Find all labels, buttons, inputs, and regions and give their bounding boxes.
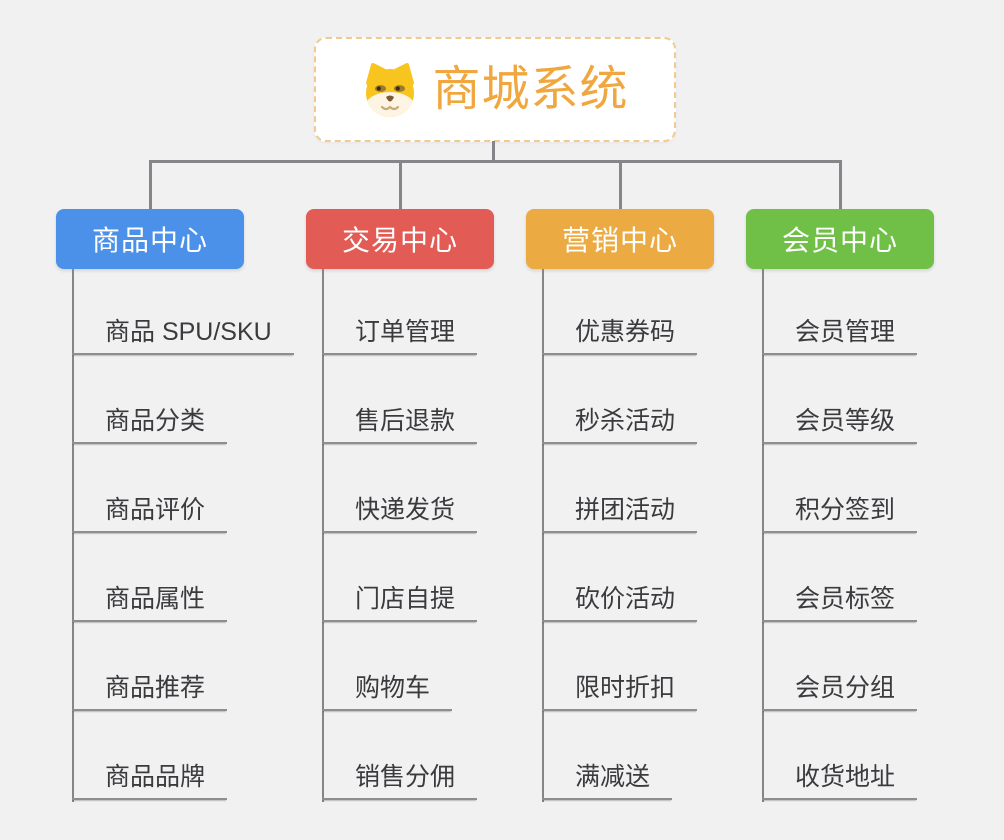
branch-children: 订单管理 售后退款 快递发货 门店自提 购物车 销售分佣 [322,0,562,840]
branch-product-center: 商品中心 商品 SPU/SKU 商品分类 商品评价 商品属性 商品推荐 商品品牌 [56,0,312,840]
child-node[interactable]: 会员管理 [762,313,918,355]
connector-drop [839,160,842,211]
child-node[interactable]: 快递发货 [322,491,478,533]
child-node-label: 会员分组 [795,674,896,702]
connector-spine [322,269,324,802]
child-node-label: 会员等级 [795,407,896,435]
child-node[interactable]: 会员等级 [762,402,918,444]
branch-header-product[interactable]: 商品中心 [56,209,244,269]
child-node-label: 商品属性 [105,585,206,613]
child-node[interactable]: 商品 SPU/SKU [72,313,294,355]
branch-header-member[interactable]: 会员中心 [746,209,934,269]
child-node-label: 限时折扣 [575,674,676,702]
child-node[interactable]: 优惠券码 [542,313,698,355]
dog-face-icon [361,62,419,118]
branch-trade-center: 交易中心 订单管理 售后退款 快递发货 门店自提 购物车 销售分佣 [306,0,562,840]
child-node[interactable]: 购物车 [322,669,453,711]
child-node-label: 商品品牌 [105,763,206,791]
child-node[interactable]: 会员分组 [762,669,918,711]
child-node-label: 商品分类 [105,407,206,435]
branch-header-marketing[interactable]: 营销中心 [526,209,714,269]
child-node-label: 砍价活动 [575,585,676,613]
root-title: 商城系统 [432,62,629,116]
child-node[interactable]: 秒杀活动 [542,402,698,444]
child-node[interactable]: 商品分类 [72,402,228,444]
connector-spine [542,269,544,802]
child-node-label: 积分签到 [795,496,896,524]
child-node-label: 快递发货 [355,496,456,524]
branch-children: 会员管理 会员等级 积分签到 会员标签 会员分组 收货地址 [762,0,1002,840]
child-node-label: 会员管理 [795,318,896,346]
connector-drop [399,160,402,211]
child-node-label: 门店自提 [355,585,456,613]
child-node[interactable]: 积分签到 [762,491,918,533]
child-node[interactable]: 商品推荐 [72,669,228,711]
connector-drop [149,160,152,211]
connector-root-stub [492,141,495,161]
branch-children: 商品 SPU/SKU 商品分类 商品评价 商品属性 商品推荐 商品品牌 [72,0,312,840]
child-node-label: 售后退款 [355,407,456,435]
child-node[interactable]: 订单管理 [322,313,478,355]
child-node[interactable]: 售后退款 [322,402,478,444]
branch-header-label: 会员中心 [781,225,898,256]
child-node-label: 销售分佣 [355,763,456,791]
child-node[interactable]: 限时折扣 [542,669,698,711]
child-node[interactable]: 收货地址 [762,758,918,800]
child-node-label: 满减送 [575,763,651,791]
child-node[interactable]: 商品品牌 [72,758,228,800]
child-node-label: 拼团活动 [575,496,676,524]
child-node-label: 订单管理 [355,318,456,346]
branch-header-trade[interactable]: 交易中心 [306,209,494,269]
child-node-label: 会员标签 [795,585,896,613]
root-node[interactable]: 商城系统 [314,37,676,142]
child-node-label: 收货地址 [795,763,896,791]
child-node[interactable]: 商品属性 [72,580,228,622]
child-node-label: 购物车 [355,674,431,702]
child-node[interactable]: 门店自提 [322,580,478,622]
connector-horizontal [150,160,840,163]
child-node[interactable]: 拼团活动 [542,491,698,533]
branch-member-center: 会员中心 会员管理 会员等级 积分签到 会员标签 会员分组 收货地址 [746,0,1002,840]
child-node-label: 优惠券码 [575,318,676,346]
child-node[interactable]: 砍价活动 [542,580,698,622]
child-node-label: 商品评价 [105,496,206,524]
child-node[interactable]: 销售分佣 [322,758,478,800]
branch-header-label: 商品中心 [91,225,208,256]
child-node[interactable]: 商品评价 [72,491,228,533]
child-node[interactable]: 满减送 [542,758,673,800]
child-node-label: 商品 SPU/SKU [105,318,272,346]
connector-drop [619,160,622,211]
child-node-label: 商品推荐 [105,674,206,702]
branch-header-label: 交易中心 [341,225,458,256]
child-node-label: 秒杀活动 [575,407,676,435]
branch-marketing-center: 营销中心 优惠券码 秒杀活动 拼团活动 砍价活动 限时折扣 满减送 [526,0,782,840]
branch-children: 优惠券码 秒杀活动 拼团活动 砍价活动 限时折扣 满减送 [542,0,782,840]
connector-spine [762,269,764,802]
branch-header-label: 营销中心 [561,225,678,256]
connector-spine [72,269,74,802]
child-node[interactable]: 会员标签 [762,580,918,622]
